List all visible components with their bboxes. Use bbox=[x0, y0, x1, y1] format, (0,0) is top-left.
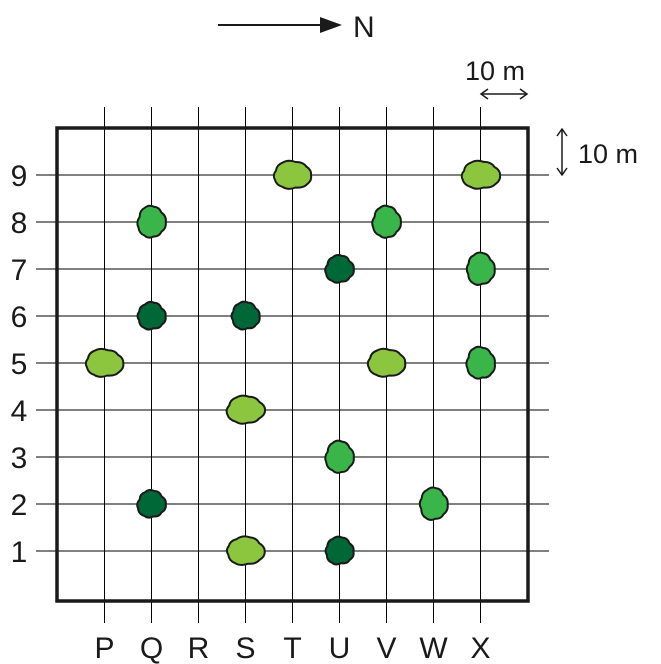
tree-x9-light-green bbox=[460, 159, 502, 190]
north-label: N bbox=[353, 11, 375, 44]
vertical-scale-label: 10 m bbox=[578, 139, 638, 169]
tree-t9-light-green bbox=[272, 159, 313, 190]
tree-q8-medium-green bbox=[136, 204, 167, 239]
column-label-q: Q bbox=[140, 632, 163, 664]
tree-u1-dark-green bbox=[324, 535, 355, 566]
row-labels: 1 2 3 4 5 6 7 8 9 bbox=[11, 160, 28, 569]
tree-u7-dark-green bbox=[324, 253, 355, 284]
row-label-5: 5 bbox=[11, 348, 28, 381]
column-label-t: T bbox=[283, 632, 301, 664]
row-label-6: 6 bbox=[11, 301, 28, 334]
column-label-v: V bbox=[376, 632, 396, 664]
row-label-9: 9 bbox=[11, 160, 28, 193]
row-label-7: 7 bbox=[11, 254, 28, 287]
plot-boundary bbox=[55, 126, 530, 603]
tree-q6-dark-green bbox=[136, 300, 167, 331]
tree-p5-light-green bbox=[84, 347, 125, 378]
row-label-4: 4 bbox=[11, 395, 28, 428]
row-label-8: 8 bbox=[11, 207, 28, 240]
column-label-w: W bbox=[419, 632, 448, 664]
tree-s4-light-green bbox=[225, 394, 267, 425]
row-label-3: 3 bbox=[11, 442, 28, 475]
row-label-2: 2 bbox=[11, 489, 28, 522]
vertical-scale: 10 m bbox=[556, 127, 638, 177]
tree-s1-light-green bbox=[225, 535, 266, 566]
tree-x5-medium-green bbox=[465, 345, 496, 380]
column-label-u: U bbox=[329, 632, 351, 664]
tree-q2-dark-green bbox=[136, 489, 167, 519]
column-label-p: P bbox=[94, 632, 114, 664]
row-label-1: 1 bbox=[11, 536, 28, 569]
column-label-r: R bbox=[188, 632, 210, 664]
scale-left-arrow-icon bbox=[479, 88, 489, 100]
tree-u3-medium-green bbox=[324, 439, 355, 474]
column-label-x: X bbox=[470, 632, 490, 664]
scale-up-arrow-icon bbox=[556, 127, 568, 137]
tree-v5-light-green bbox=[366, 347, 407, 378]
north-indicator: N bbox=[218, 11, 375, 44]
scale-right-arrow-icon bbox=[519, 88, 529, 100]
tree-s6-dark-green bbox=[230, 300, 261, 331]
horizontal-scale: 10 m bbox=[465, 56, 529, 100]
horizontal-scale-label: 10 m bbox=[465, 56, 525, 86]
tree-x7-medium-green bbox=[465, 251, 496, 286]
tree-w2-medium-green bbox=[418, 486, 449, 521]
tree-markers bbox=[84, 159, 502, 566]
column-label-s: S bbox=[235, 632, 255, 664]
north-arrow-icon bbox=[320, 17, 342, 33]
scale-down-arrow-icon bbox=[556, 167, 568, 177]
tree-v8-medium-green bbox=[371, 204, 402, 239]
